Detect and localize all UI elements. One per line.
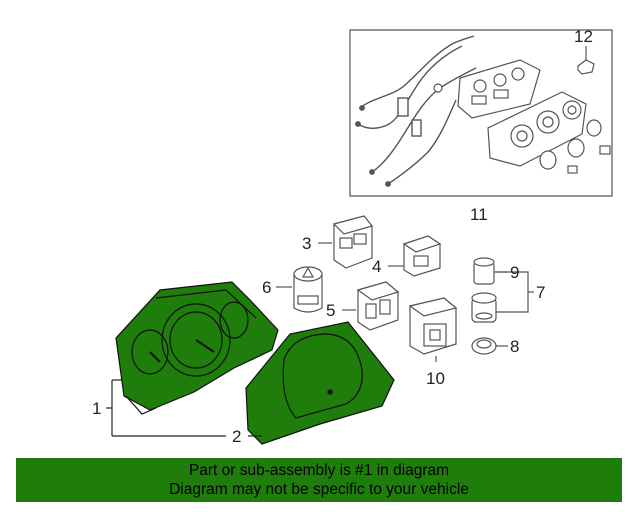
control-cables-icon: [355, 35, 477, 187]
callout-1: 1: [92, 399, 101, 418]
socket-sleeve-icon: [471, 292, 497, 323]
instrument-cluster-icon: [115, 281, 279, 415]
callout-6: 6: [262, 278, 271, 297]
callout-9: 9: [510, 263, 519, 282]
window-switch-icon: [408, 297, 458, 362]
bracket-7: [496, 271, 534, 313]
knob-cap-icon: [577, 46, 595, 75]
control-knob-icon: [539, 119, 611, 174]
switch-module-icon: [318, 215, 374, 269]
socket-cap-icon: [471, 337, 508, 355]
rocker-switch-icon: [388, 235, 442, 277]
callout-2: 2: [232, 427, 241, 446]
callout-8: 8: [510, 337, 519, 356]
banner-line-1: Part or sub-assembly is #1 in diagram: [188, 462, 450, 479]
cluster-lens-icon: [245, 321, 395, 445]
callout-10: 10: [426, 369, 445, 388]
callout-4: 4: [372, 257, 381, 276]
leader-lines: [106, 379, 262, 437]
push-button-icon: [276, 266, 323, 313]
info-banner: Part or sub-assembly is #1 in diagram Di…: [16, 458, 622, 502]
callout-11: 11: [470, 205, 488, 224]
climate-panel-upper-icon: [433, 59, 541, 119]
mirror-switch-icon: [342, 281, 400, 331]
callout-5: 5: [326, 301, 335, 320]
callout-12: 12: [574, 27, 593, 46]
climate-control-box: [349, 29, 613, 197]
callout-3: 3: [302, 234, 311, 253]
power-socket-icon: [473, 257, 508, 285]
callout-7: 7: [536, 283, 545, 302]
banner-line-2: Diagram may not be specific to your vehi…: [169, 481, 469, 498]
climate-panel-lower-icon: [487, 91, 587, 167]
